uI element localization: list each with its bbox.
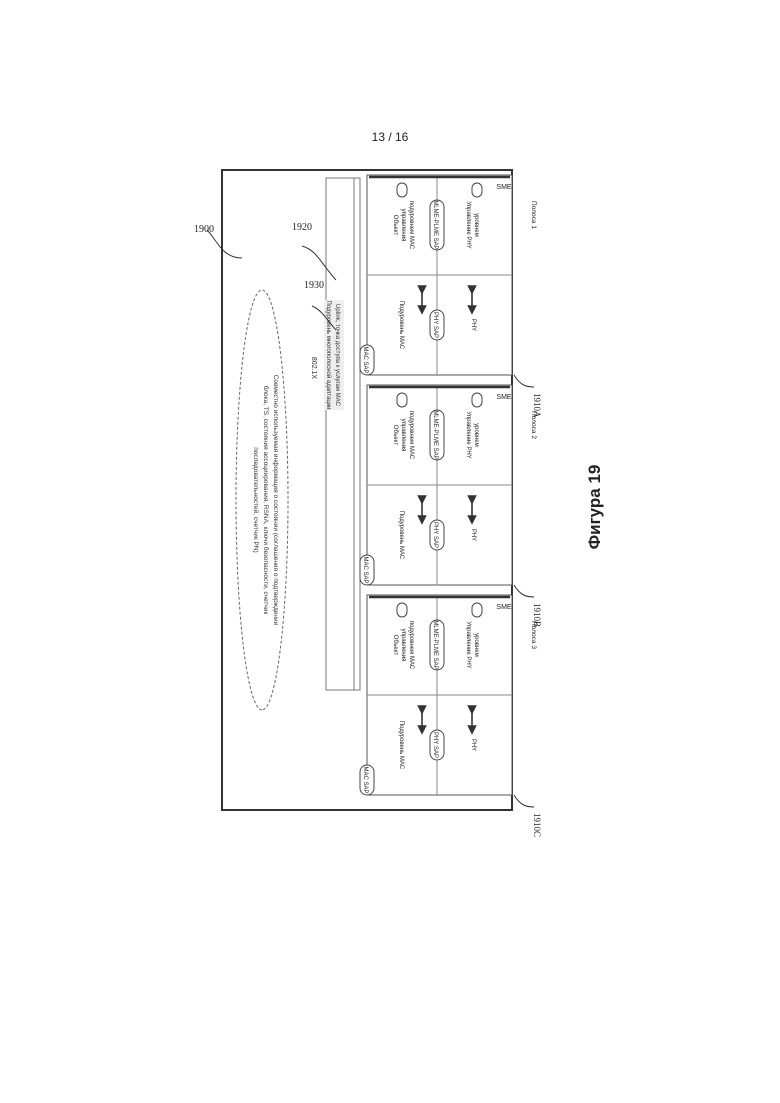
cloud-text-line-3: последовательностей, счетчик PN)	[252, 447, 260, 552]
band-1-sme-phy-link	[472, 183, 482, 197]
band-2-phy-sap-label: PHY SAP	[432, 522, 438, 548]
shared-state-cloud	[236, 290, 288, 710]
band-1-phy-mgmt-line-1: Управление PHY	[465, 201, 471, 248]
band-1-mlme-line-3: подуровнем MAC	[408, 201, 414, 250]
band-2-ref-leader	[514, 585, 534, 597]
band-2-phy-mgmt-line-1: Управление PHY	[465, 411, 471, 458]
band-1-sme-label: SME	[496, 184, 512, 191]
ref-1900: 1900	[194, 224, 214, 235]
band-1-ref-leader	[514, 375, 534, 387]
band-3-mlme-line-2: управления	[400, 629, 406, 662]
mac-convergence-band	[354, 178, 360, 690]
band-1-mac-sap-label: MAC SAP	[362, 346, 368, 373]
band-1-mlme-line-2: управления	[400, 209, 406, 242]
band-2-mlme-line-1: Объект	[392, 425, 398, 446]
band-2-mac-sublayer: Подуровень MAC	[398, 511, 404, 560]
band-2-mlme-plme-sap-label: MLME-PLME SAP	[432, 410, 438, 459]
band-1-mlme-line-1: Объект	[392, 215, 398, 236]
band-2-phy-mgmt-line-2: уровнем	[473, 423, 479, 447]
band-3-label: Полоса 3	[530, 621, 537, 649]
band-3-phy-sap-label: PHY SAP	[432, 732, 438, 758]
cloud-text-line-2: блока, TS, состояния ассоциирования, RSN…	[262, 386, 270, 615]
uplink-line-2: Подуровень многополосной адаптации	[325, 301, 332, 410]
band-3-ref-leader	[514, 795, 534, 807]
band-1-phy-sap-label: PHY SAP	[432, 312, 438, 338]
band-1-phy-label: PHY	[470, 319, 476, 331]
band-3-sme-mac-link	[397, 603, 407, 617]
band-1-sme-mac-link	[397, 183, 407, 197]
ref-1930: 1930	[304, 280, 324, 291]
band-3-sme-phy-link	[472, 603, 482, 617]
band-3-phy-label: PHY	[470, 739, 476, 751]
band-3-mac-sap-label: MAC SAP	[362, 766, 368, 793]
band-3-mlme-line-1: Объект	[392, 635, 398, 656]
ref-1920: 1920	[292, 222, 312, 233]
dot1x-label: 802.1X	[310, 357, 317, 380]
band-2-label: Полоса 2	[530, 411, 537, 439]
band-1-label: Полоса 1	[530, 201, 537, 229]
band-3-sme-label: SME	[496, 604, 512, 611]
band-1-phy-mgmt-line-2: уровнем	[473, 213, 479, 237]
band-3-mlme-plme-sap-label: MLME-PLME SAP	[432, 620, 438, 669]
mac-convergence-box	[326, 178, 354, 690]
band-2-sme-mac-link	[397, 393, 407, 407]
band-2-sme-phy-link	[472, 393, 482, 407]
band-3-phy-mgmt-line-1: Управление PHY	[465, 621, 471, 668]
band-2-sme-label: SME	[496, 394, 512, 401]
uplink-line-1: Uplink, точка доступа к услугам MAC	[334, 304, 340, 407]
band-2-mlme-line-2: управления	[400, 419, 406, 452]
band-2-mlme-line-3: подуровнем MAC	[408, 411, 414, 460]
band-1-mlme-plme-sap-label: MLME-PLME SAP	[432, 200, 438, 249]
band-3-ref: 1910C	[532, 813, 542, 837]
cloud-text-line-1: Совместно используемая информация о сост…	[272, 375, 279, 626]
band-3-phy-mgmt-line-2: уровнем	[473, 633, 479, 657]
band-1-mac-sublayer: Подуровень MAC	[398, 301, 404, 350]
band-2-phy-label: PHY	[470, 529, 476, 541]
band-3-mlme-line-3: подуровнем MAC	[408, 621, 414, 670]
figure-caption: Фигура 19	[585, 465, 605, 550]
band-3-mac-sublayer: Подуровень MAC	[398, 721, 404, 770]
band-2-mac-sap-label: MAC SAP	[362, 556, 368, 583]
